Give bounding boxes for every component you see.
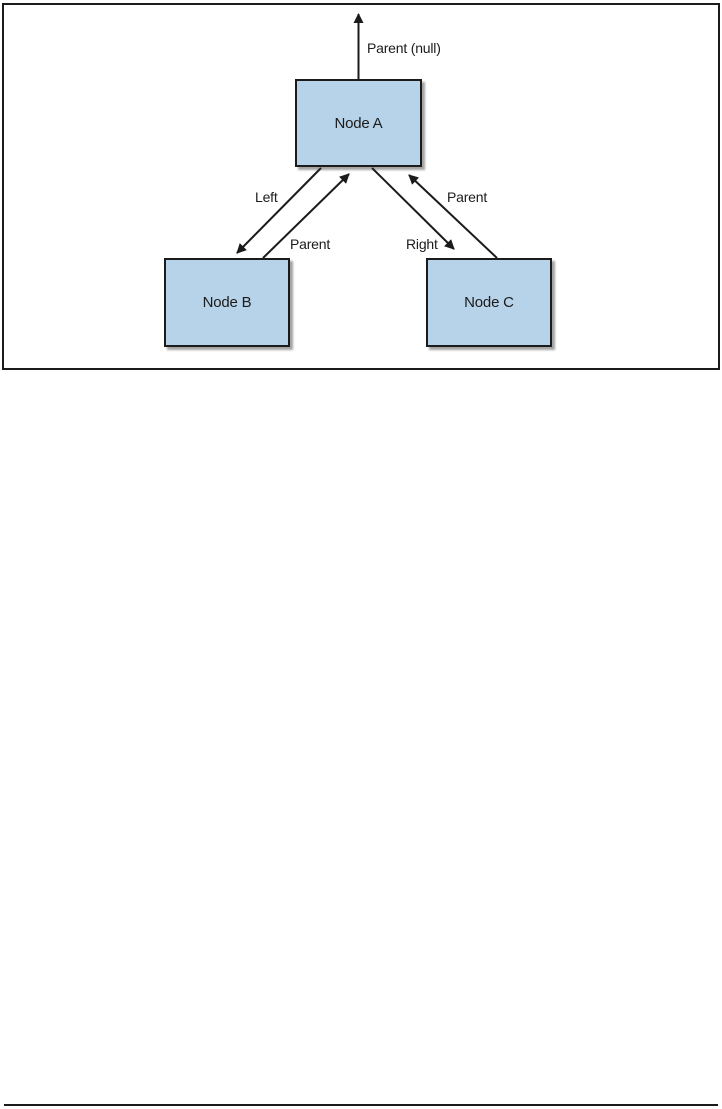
edge-parent-from-c-arrow	[408, 174, 498, 259]
node-a-label: Node A	[334, 114, 383, 132]
edge-label-parent-null: Parent (null)	[367, 40, 441, 56]
edge-label-right: Right	[406, 236, 438, 252]
edge-left-arrow	[236, 167, 322, 254]
edge-right-arrow	[371, 167, 455, 250]
edge-label-left: Left	[255, 189, 278, 205]
footer-rule	[4, 1104, 718, 1106]
node-b: Node B	[164, 258, 290, 347]
node-b-label: Node B	[202, 294, 252, 311]
edge-label-parent-from-b: Parent	[290, 236, 331, 252]
node-c: Node C	[426, 258, 552, 347]
figure-frame	[2, 3, 720, 370]
edge-label-parent-from-c: Parent	[447, 189, 488, 205]
edge-parent-from-b-arrow	[262, 173, 350, 259]
node-a: Node A	[295, 79, 422, 167]
node-c-label: Node C	[464, 294, 514, 311]
